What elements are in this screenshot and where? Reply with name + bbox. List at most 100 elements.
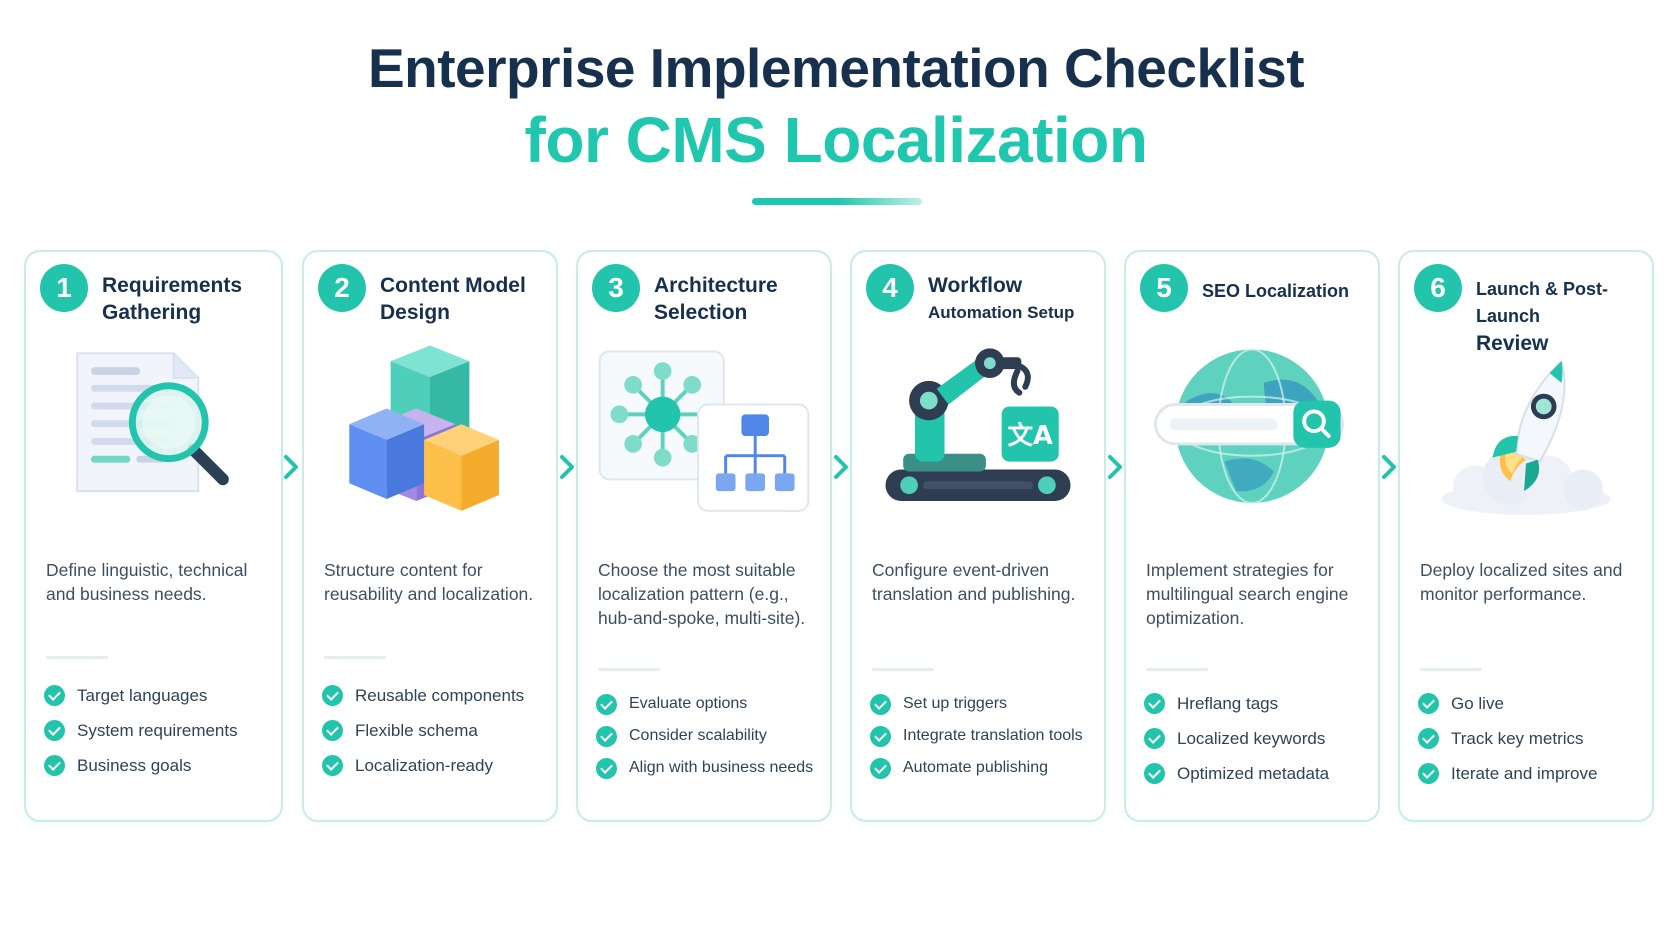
svg-text:文A: 文A — [1007, 420, 1053, 451]
chevron-right-icon — [284, 455, 298, 479]
checklist-item: Hreflang tags — [1144, 686, 1372, 721]
checklist-item-label: Localization-ready — [355, 755, 493, 775]
checklist: Evaluate options Consider scalability Al… — [596, 688, 824, 784]
check-icon — [596, 757, 617, 779]
check-icon — [1418, 763, 1439, 784]
checklist-item-label: Hreflang tags — [1177, 693, 1279, 713]
checklist-item: Localization-ready — [322, 748, 550, 783]
checklist-item: Business goals — [44, 748, 275, 783]
check-icon — [596, 725, 617, 747]
step-number-badge: 4 — [866, 264, 914, 312]
checklist-item-label: Localized keywords — [1177, 728, 1326, 748]
check-icon — [870, 693, 891, 715]
document-magnifier-icon — [76, 352, 229, 493]
step-title-line-1: Architecture — [654, 274, 778, 297]
checklist-item-label: Align with business needs — [629, 759, 814, 776]
step-title-line-2: Gathering — [102, 301, 202, 324]
checklist: Target languages System requirements Bus… — [44, 678, 275, 783]
chevron-right-icon — [1108, 455, 1122, 479]
checklist-item: Set up triggers — [870, 688, 1098, 720]
checklist: Reusable components Flexible schema Loca… — [322, 678, 550, 783]
checklist-item-label: Evaluate options — [629, 695, 748, 712]
checklist-item-label: Optimized metadata — [1177, 763, 1330, 783]
checklist: Set up triggers Integrate translation to… — [870, 688, 1098, 784]
checklist-item-label: Flexible schema — [355, 720, 478, 740]
divider — [598, 668, 660, 671]
checklist-item: Evaluate options — [596, 688, 824, 720]
step-number-badge: 5 — [1140, 264, 1188, 312]
chevron-right-icon — [560, 455, 574, 479]
chevron-right-icon — [1382, 455, 1396, 479]
check-icon — [44, 685, 65, 706]
checklist-item: Go live — [1418, 686, 1646, 721]
step-title-line-1: Workflow — [928, 274, 1023, 297]
checklist-item-label: System requirements — [77, 720, 238, 740]
globe-search-icon — [1154, 348, 1345, 504]
divider — [324, 656, 386, 659]
checklist: Go live Track key metrics Iterate and im… — [1418, 686, 1646, 791]
checklist-item: Optimized metadata — [1144, 756, 1372, 791]
check-icon — [1418, 693, 1439, 714]
checklist-item-label: Reusable components — [355, 685, 525, 705]
checklist-item: Integrate translation tools — [870, 720, 1098, 752]
checklist-item-label: Target languages — [77, 685, 208, 705]
checklist-item: Flexible schema — [322, 713, 550, 748]
check-icon — [1144, 728, 1165, 749]
checklist-item: Align with business needs — [596, 752, 824, 784]
checklist-item: Reusable components — [322, 678, 550, 713]
step-description: Define linguistic, technical and busines… — [46, 560, 248, 604]
step-title-line-1: SEO Localization — [1202, 281, 1350, 301]
checklist-item-label: Set up triggers — [903, 695, 1008, 712]
step-title: Requirements Gathering — [102, 272, 275, 326]
check-icon — [44, 755, 65, 776]
title-underline — [752, 198, 922, 205]
checklist-item: Localized keywords — [1144, 721, 1372, 756]
checklist-item: Target languages — [44, 678, 275, 713]
checklist-item-label: Track key metrics — [1451, 728, 1584, 748]
step-title: SEO Localization — [1202, 278, 1372, 305]
step-description: Implement strategies for multilingual se… — [1146, 560, 1349, 628]
checklist-item-label: Integrate translation tools — [903, 727, 1083, 744]
step-description: Structure content for reusability and lo… — [324, 560, 534, 604]
step-title-line-1: Requirements — [102, 274, 243, 297]
check-icon — [322, 685, 343, 706]
step-card-3: 3 Architecture Selection — [576, 250, 832, 822]
step-title: Content Model Design — [380, 272, 550, 326]
step-description: Deploy localized sites and monitor perfo… — [1420, 560, 1623, 604]
step-title-line-2: Design — [380, 301, 451, 324]
divider — [1146, 668, 1208, 671]
divider — [46, 656, 108, 659]
step-number-badge: 1 — [40, 264, 88, 312]
step-title-line-2: Review — [1476, 332, 1549, 355]
checklist-item: Automate publishing — [870, 752, 1098, 784]
divider — [1420, 668, 1482, 671]
checklist-item-label: Business goals — [77, 755, 192, 775]
checklist-item: Consider scalability — [596, 720, 824, 752]
step-description: Configure event-driven translation and p… — [872, 560, 1076, 604]
checklist-item: Iterate and improve — [1418, 756, 1646, 791]
step-title-line-1: Launch & Post-Launch — [1476, 279, 1609, 326]
step-number-badge: 3 — [592, 264, 640, 312]
step-title-line-2: Selection — [654, 301, 748, 324]
checklist-item-label: Automate publishing — [903, 759, 1048, 776]
check-icon — [322, 720, 343, 741]
check-icon — [1144, 693, 1165, 714]
checklist-item: Track key metrics — [1418, 721, 1646, 756]
step-description: Choose the most suitable localization pa… — [598, 560, 806, 628]
divider — [872, 668, 934, 671]
step-card-5: 5 SEO Localization Implement strategies … — [1124, 250, 1380, 822]
hub-and-hierarchy-icon — [598, 350, 810, 512]
check-icon — [44, 720, 65, 741]
step-title-line-1: Content Model — [380, 274, 526, 297]
rocket-icon — [1441, 359, 1611, 515]
checklist-item: System requirements — [44, 713, 275, 748]
chevron-right-icon — [834, 455, 848, 479]
page-title: Enterprise Implementation Checklist for … — [0, 36, 1672, 178]
cubes-icon — [349, 345, 499, 511]
check-icon — [870, 725, 891, 747]
check-icon — [322, 755, 343, 776]
step-card-4: 4 Workflow Automation Setup 文A Configure… — [850, 250, 1106, 822]
robot-arm-translate-icon: 文A — [885, 348, 1071, 501]
title-line-1: Enterprise Implementation Checklist — [367, 37, 1305, 99]
check-icon — [1144, 763, 1165, 784]
